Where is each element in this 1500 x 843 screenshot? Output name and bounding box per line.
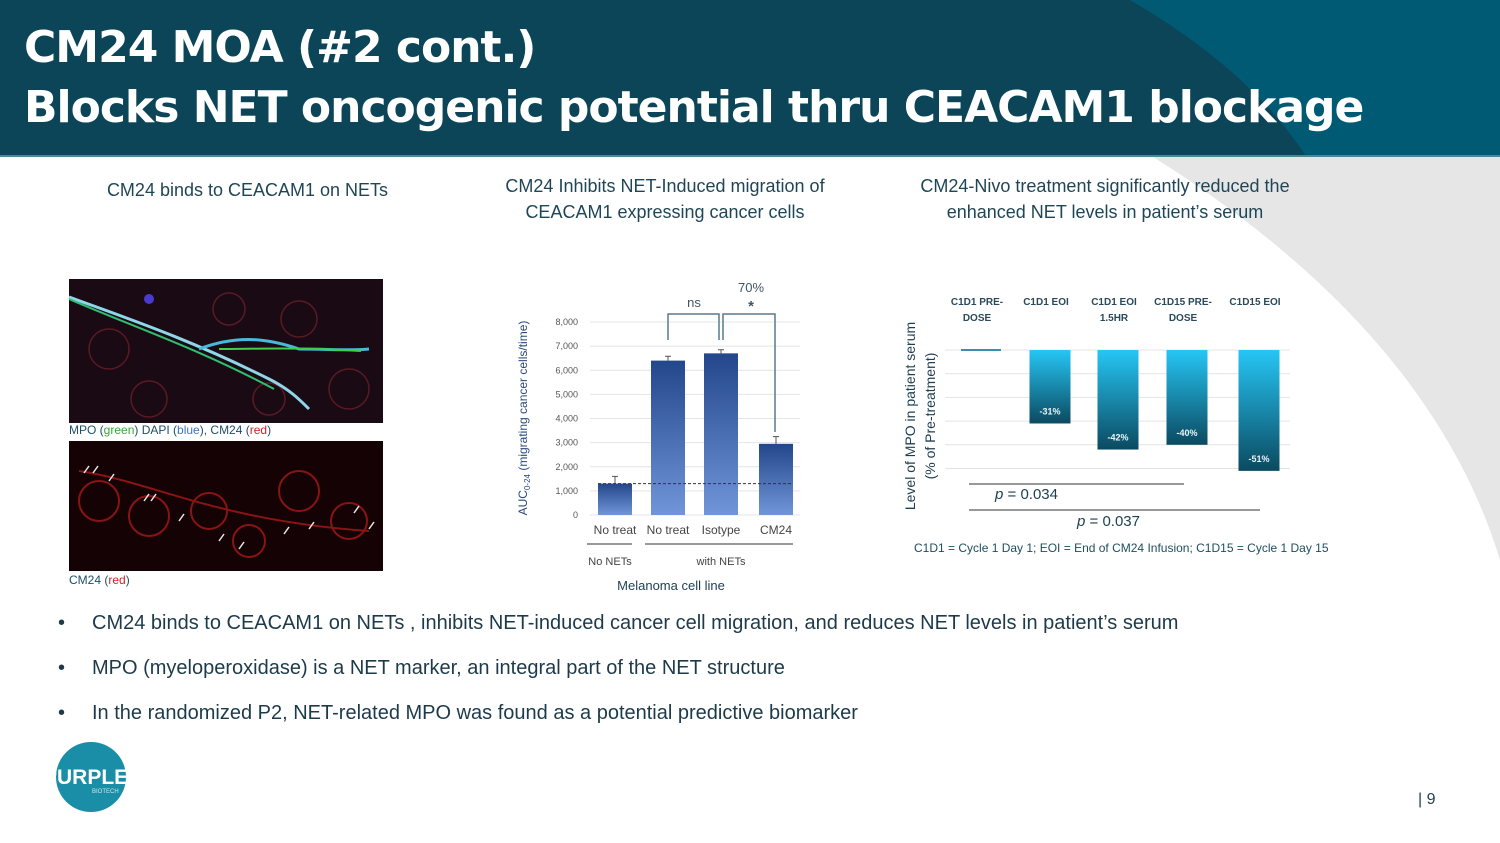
- svg-text:PURPLE: PURPLE: [43, 766, 128, 789]
- bar: [1166, 350, 1208, 445]
- group-label: No NETs: [588, 556, 632, 568]
- bar-value-label: -31%: [1039, 406, 1060, 416]
- bar: [1238, 350, 1280, 471]
- bar: [1029, 350, 1071, 424]
- x-tick-label: Isotype: [702, 523, 741, 537]
- svg-text:BIOTECH: BIOTECH: [92, 789, 119, 795]
- category-label: C1D15 PRE-: [1154, 297, 1212, 308]
- microscopy-image-cm24: [69, 441, 383, 571]
- y-axis-title: AUC0-24 (migrating cancer cells/time): [516, 321, 532, 516]
- p-value-label: p = 0.034: [994, 486, 1058, 503]
- y-tick-label: 8,000: [555, 317, 578, 327]
- purple-biotech-logo: PURPLE BIOTECH: [43, 742, 128, 812]
- header-arc-shape: [1130, 0, 1500, 155]
- p-value-label: p = 0.037: [1076, 513, 1140, 530]
- significance-bracket: [667, 313, 720, 340]
- bar-value-label: -42%: [1107, 433, 1128, 443]
- y-tick-label: 2,000: [555, 462, 578, 472]
- y-axis-title-line2: (% of Pre-treatment): [922, 353, 938, 480]
- bullet-item: •CM24 binds to CEACAM1 on NETs , inhibit…: [58, 612, 1179, 634]
- image-caption-1: MPO (green) DAPI (blue), CM24 (red): [69, 423, 272, 437]
- annotation-ns: ns: [687, 295, 701, 310]
- migration-bar-chart: 0 1,000 2,000 3,000 4,000 5,000 6,000 7,000 8,00…: [516, 280, 800, 593]
- background-arc-shape: [1150, 155, 1500, 560]
- bar: [1097, 350, 1139, 450]
- bar-value-label: -51%: [1248, 454, 1269, 464]
- right-panel-title: CM24-Nivo treatment significantly reduce…: [920, 176, 1290, 222]
- category-label: C1D15 EOI: [1229, 297, 1280, 308]
- middle-panel-title: CM24 Inhibits NET-Induced migration of C…: [505, 176, 825, 222]
- bullet-item: •In the randomized P2, NET-related MPO w…: [58, 702, 858, 724]
- bar: [961, 349, 1001, 351]
- y-tick-label: 4,000: [555, 414, 578, 424]
- y-tick-label: 3,000: [555, 438, 578, 448]
- annotation-percent: 70%: [738, 280, 764, 295]
- x-tick-label: CM24: [760, 523, 792, 537]
- y-tick-label: 1,000: [555, 486, 578, 496]
- microscopy-image-mpo-dapi-cm24: [69, 279, 383, 423]
- x-tick-label: No treat: [647, 523, 690, 537]
- bar: [651, 360, 685, 515]
- y-tick-label: 5,000: [555, 389, 578, 399]
- page-number: | 9: [1418, 791, 1436, 808]
- annotation-star: *: [748, 298, 754, 315]
- mpo-bar-chart: C1D1 PRE- DOSE -31% C1D1 EOI -42% C1D1 EOI 1.5…: [902, 297, 1329, 555]
- y-axis-title-line1: Level of MPO in patient serum: [902, 322, 918, 510]
- bar-value-label: -40%: [1176, 428, 1197, 438]
- left-panel-title: CM24 binds to CEACAM1 on NETs: [106, 180, 389, 200]
- slide-title-line2: Blocks NET oncogenic potential thru CEAC…: [24, 82, 1364, 133]
- bar: [704, 353, 738, 515]
- bar: [759, 443, 793, 515]
- category-label: 1.5HR: [1100, 313, 1129, 324]
- y-tick-label: 7,000: [555, 341, 578, 351]
- category-label: C1D1 EOI: [1091, 297, 1137, 308]
- category-label: DOSE: [963, 313, 992, 324]
- category-label: C1D1 PRE-: [951, 297, 1003, 308]
- bar: [598, 483, 632, 515]
- image-caption-2: CM24 (red): [69, 573, 130, 587]
- slide-title-line1: CM24 MOA (#2 cont.): [24, 22, 536, 73]
- group-label: with NETs: [696, 556, 746, 568]
- x-axis-title: Melanoma cell line: [617, 578, 725, 593]
- y-tick-label: 6,000: [555, 365, 578, 375]
- y-tick-label: 0: [573, 510, 578, 520]
- chart-footnote: C1D1 = Cycle 1 Day 1; EOI = End of CM24 …: [914, 541, 1329, 555]
- bullet-item: •MPO (myeloperoxidase) is a NET marker, …: [58, 657, 785, 679]
- x-tick-label: No treat: [594, 523, 637, 537]
- category-label: DOSE: [1169, 313, 1198, 324]
- category-label: C1D1 EOI: [1023, 297, 1069, 308]
- significance-bracket: [722, 313, 776, 432]
